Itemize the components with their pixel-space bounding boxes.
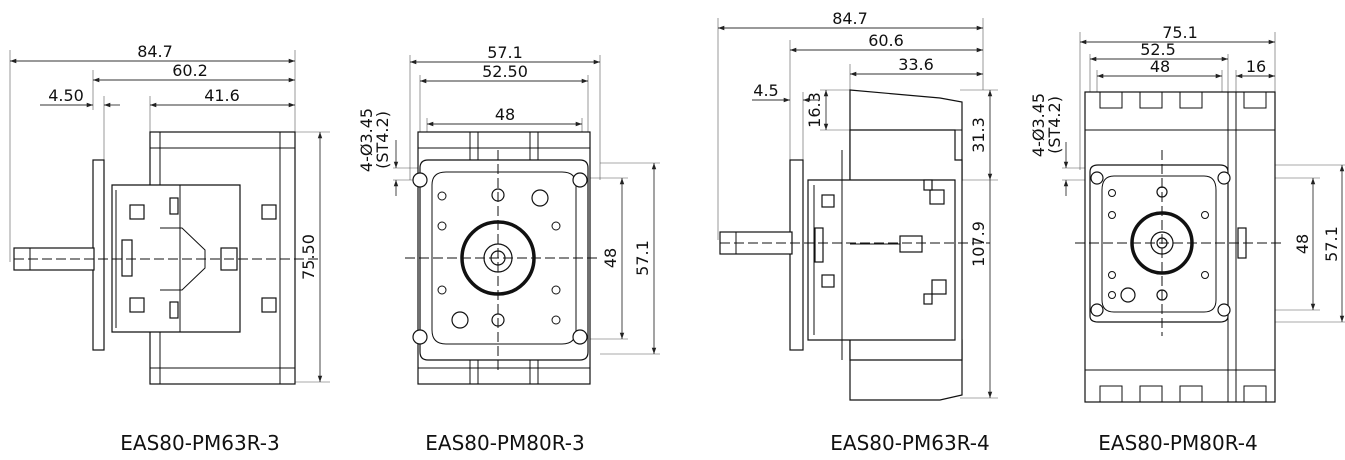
dim-mounting-holes: 4-Ø3.45 [1029, 93, 1048, 157]
dim-overall-width: 57.1 [487, 43, 523, 62]
dim-flange-offset: 4.50 [48, 86, 84, 105]
dim-overall-width: 84.7 [832, 9, 868, 28]
dim-overall-width: 75.1 [1162, 23, 1198, 42]
dim-mounting-holes-spec: (ST4.2) [1045, 96, 1064, 154]
dimension-lines [393, 55, 660, 355]
dim-upper-height: 31.3 [969, 117, 988, 153]
drawing-eas80-pm80r-4: 75.1 52.5 48 16 48 57.1 4-Ø3.45 (ST4.2) [1029, 23, 1345, 455]
dim-height: 75.50 [299, 234, 318, 280]
dim-vertical-height: 57.1 [633, 240, 652, 276]
switch-front-view-4 [1075, 91, 1285, 403]
dim-mounting-holes-spec: (ST4.2) [373, 111, 392, 169]
switch-side-view-3 [719, 89, 990, 401]
dim-vertical-offset: 16.3 [805, 92, 824, 128]
dim-overall-height: 107.9 [969, 221, 988, 267]
dim-mid-width: 52.5 [1140, 40, 1176, 59]
caption-3: EAS80-PM63R-4 [830, 431, 989, 455]
dim-vertical-pitch: 48 [601, 248, 620, 268]
dim-flange-offset: 4.5 [753, 81, 778, 100]
dim-mid-width: 60.6 [868, 31, 904, 50]
switch-front-view-2 [405, 131, 600, 385]
dim-vertical-height: 57.1 [1322, 226, 1341, 262]
dim-hole-pitch: 48 [495, 105, 515, 124]
dim-body-width: 41.6 [204, 86, 240, 105]
caption-2: EAS80-PM80R-3 [425, 431, 584, 455]
switch-side-view-1 [13, 131, 320, 385]
drawing-eas80-pm63r-4: 84.7 60.6 33.6 4.5 16.3 31.3 107.9 [717, 9, 998, 455]
caption-4: EAS80-PM80R-4 [1098, 431, 1257, 455]
dim-vertical-pitch: 48 [1293, 234, 1312, 254]
caption-1: EAS80-PM63R-3 [120, 431, 279, 455]
dimension-lines [9, 50, 330, 383]
dim-body-width: 33.6 [898, 55, 934, 74]
dim-mid-width: 60.2 [172, 61, 208, 80]
dim-mounting-holes: 4-Ø3.45 [357, 108, 376, 172]
drawing-eas80-pm80r-3: 57.1 52.50 48 48 57.1 4-Ø3.45 (ST4.2) [357, 43, 660, 455]
dim-inner-width: 52.50 [482, 62, 528, 81]
dim-overall-width: 84.7 [137, 42, 173, 61]
dim-extra-pole: 16 [1246, 57, 1266, 76]
drawing-eas80-pm63r-3: 84.7 60.2 4.50 41.6 75.50 [9, 42, 330, 455]
dimension-lines [717, 18, 998, 399]
dim-hole-pitch: 48 [1150, 57, 1170, 76]
